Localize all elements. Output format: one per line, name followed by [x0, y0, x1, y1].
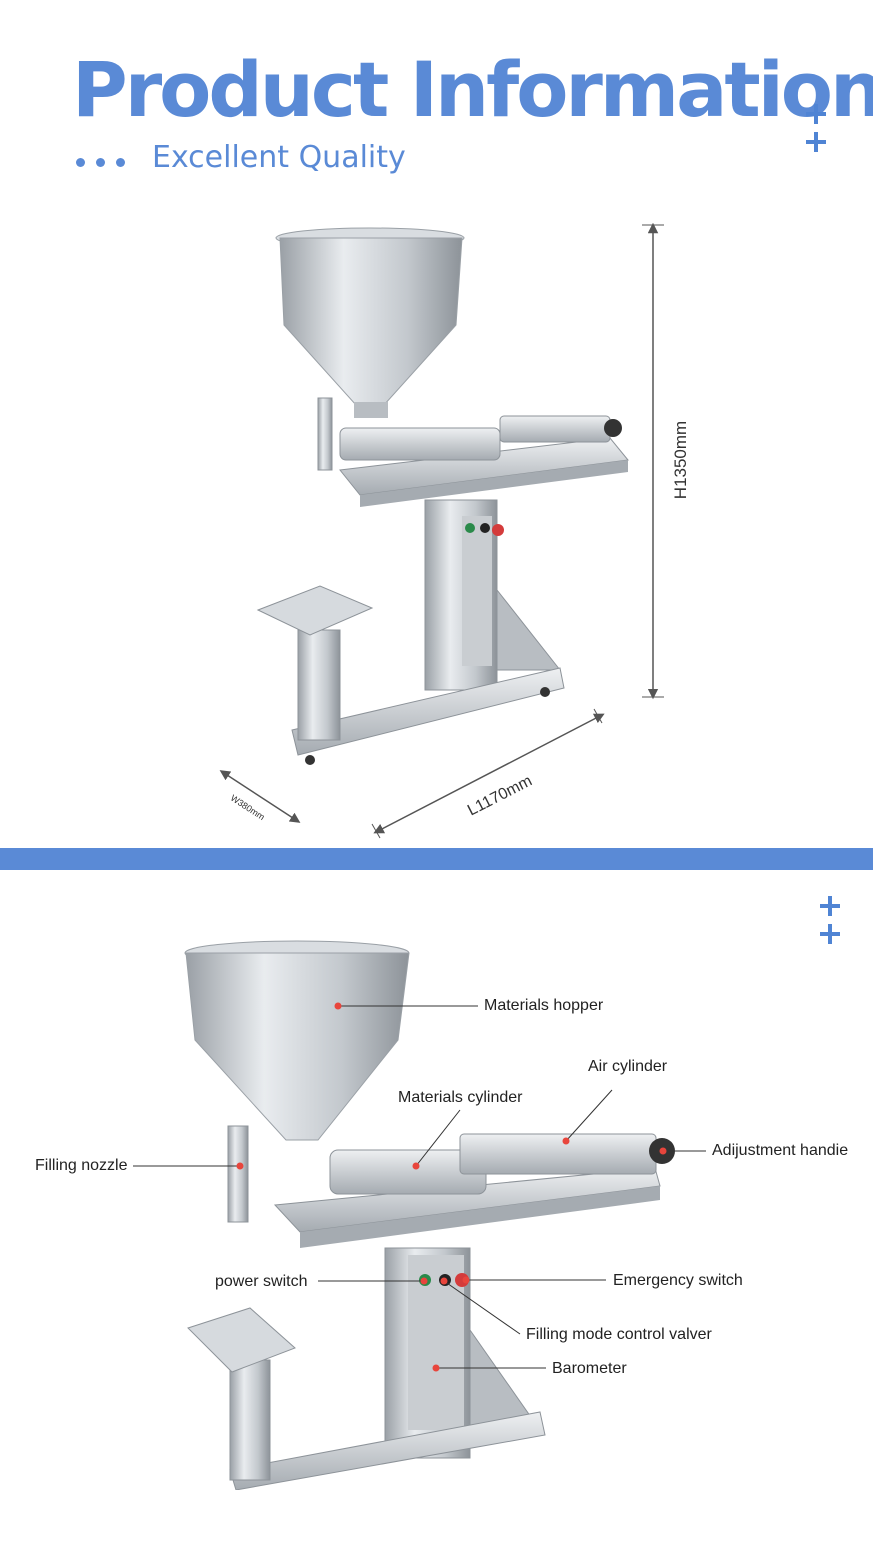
- hopper: [184, 940, 410, 1141]
- plus-icon: [806, 104, 826, 124]
- callout-adjustment-handle: Adijustment handie: [712, 1142, 849, 1159]
- plus-icon: [820, 896, 840, 916]
- base: [256, 585, 565, 765]
- plus-icon: [820, 924, 840, 944]
- callout-barometer: Barometer: [552, 1360, 627, 1377]
- pillar: [424, 499, 562, 691]
- callout-materials-cylinder: Materials cylinder: [398, 1089, 523, 1106]
- callout-emergency-switch: Emergency switch: [613, 1272, 743, 1289]
- callout-filling-mode-valve: Filling mode control valver: [526, 1326, 712, 1343]
- work-table: [273, 1167, 661, 1248]
- page-subtitle: Excellent Quality: [152, 140, 406, 175]
- hopper: [275, 227, 465, 418]
- page-title: Product Information: [72, 45, 873, 134]
- length-dimension-label: L1170mm: [465, 773, 535, 820]
- cylinders: [227, 1125, 675, 1223]
- dots-icon: [76, 158, 136, 172]
- callout-materials-hopper: Materials hopper: [484, 997, 604, 1014]
- callout-power-switch: power switch: [215, 1273, 308, 1290]
- callout-air-cylinder: Air cylinder: [588, 1058, 668, 1075]
- machine-parts-illustration: [133, 940, 706, 1490]
- callout-filling-nozzle: Filling nozzle: [35, 1157, 128, 1174]
- cylinders: [317, 397, 622, 471]
- work-table: [339, 437, 629, 507]
- plus-icon: [806, 132, 826, 152]
- section-divider: [0, 848, 873, 870]
- base: [187, 1307, 546, 1490]
- pillar: [384, 1247, 541, 1459]
- height-dimension-label: H1350mm: [671, 421, 690, 499]
- machine-dimension-illustration: H1350mm L1170mm W380mm: [219, 222, 690, 839]
